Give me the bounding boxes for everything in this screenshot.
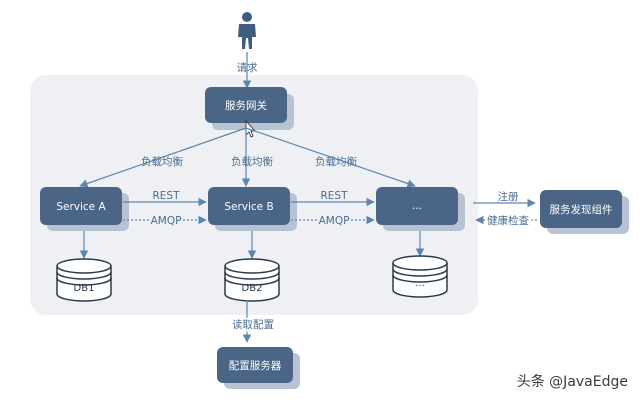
- amqp-label-1: AMQP: [151, 215, 182, 227]
- service-a-label: Service A: [56, 201, 106, 213]
- rest-label-2: REST: [320, 190, 348, 202]
- db2-label: DB2: [242, 283, 263, 294]
- amqp-label-2: AMQP: [319, 215, 350, 227]
- db2-cylinder: DB2: [224, 258, 280, 302]
- discovery-label: 服务发现组件: [550, 203, 613, 216]
- db1-label: DB1: [74, 283, 95, 294]
- db3-cylinder: ...: [392, 255, 448, 298]
- lb-label-b: 负载均衡: [231, 155, 273, 168]
- config-server-label: 配置服务器: [229, 359, 282, 372]
- db1-cylinder: DB1: [56, 258, 112, 302]
- lb-arrow-a: [79, 127, 247, 188]
- request-label: 请求: [237, 61, 258, 74]
- service-b-box: Service B: [208, 187, 297, 231]
- register-label: 注册: [498, 190, 519, 203]
- service-a-box: Service A: [40, 187, 129, 231]
- config-server-box: 配置服务器: [217, 347, 300, 389]
- watermark: 头条 @JavaEdge: [517, 373, 628, 390]
- lb-arrow-c: [245, 127, 416, 188]
- lb-label-a: 负载均衡: [141, 155, 183, 168]
- discovery-box: 服务发现组件: [540, 190, 629, 234]
- gateway-box: 服务网关: [205, 87, 294, 130]
- service-c-box: ...: [376, 187, 465, 231]
- service-b-label: Service B: [224, 201, 273, 213]
- service-c-label: ...: [412, 200, 422, 212]
- person-icon: [238, 12, 256, 49]
- health-check-label: 健康检查: [487, 214, 529, 227]
- db3-label: ...: [415, 278, 425, 289]
- gateway-label: 服务网关: [225, 99, 267, 112]
- rest-label-1: REST: [152, 190, 180, 202]
- lb-label-c: 负载均衡: [315, 155, 357, 168]
- read-config-label: 读取配置: [232, 318, 274, 331]
